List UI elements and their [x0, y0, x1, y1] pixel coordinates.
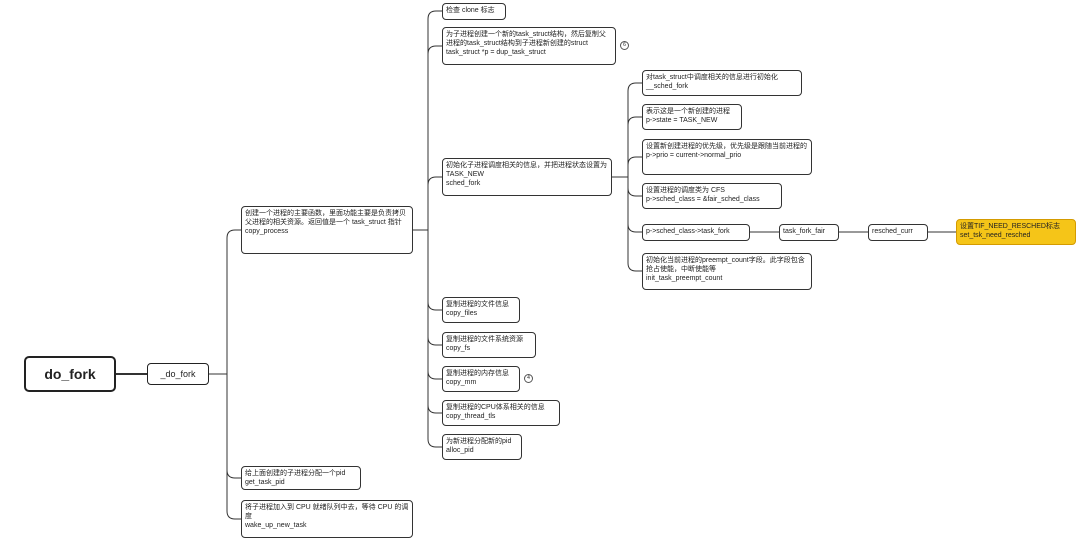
node-set-tsk-need-resched[interactable]: 设置TIF_NEED_RESCHED标志 set_tsk_need_resche… [956, 219, 1076, 245]
node-get-task-pid[interactable]: 给上面创建的子进程分配一个pid get_task_pid [241, 466, 361, 490]
root-label: do_fork [44, 365, 96, 382]
node-sched-fork-prio[interactable]: 设置新创建进程的优先级，优先级是跟随当前进程的 p->prio = curren… [642, 139, 812, 175]
node-copy-files[interactable]: 复制进程的文件信息 copy_files [442, 297, 520, 323]
connector-line [427, 176, 442, 230]
node-check-clone[interactable]: 检查 clone 标志 [442, 3, 506, 20]
connector-line [427, 230, 442, 311]
node-alloc-pid[interactable]: 为新进程分配新的pid alloc_pid [442, 434, 522, 460]
connector-line [226, 229, 241, 374]
connector-line [627, 116, 642, 177]
connector-line [627, 177, 642, 233]
node-copy-fs[interactable]: 复制进程的文件系统资源 copy_fs [442, 332, 536, 358]
node-task-fork-fair[interactable]: task_fork_fair [779, 224, 839, 241]
connector-line [427, 230, 442, 414]
connector-line [226, 374, 241, 479]
node-sched-fork-class[interactable]: 设置进程的调度类为 CFS p->sched_class = &fair_sch… [642, 183, 782, 209]
node-sched-fork[interactable]: 初始化子进程调度相关的信息，并把进程状态设置为 TASK_NEW sched_f… [442, 158, 612, 196]
node-sched-fork-init[interactable]: 对task_struct中调度相关的信息进行初始化 __sched_fork [642, 70, 802, 96]
node-do-fork-internal[interactable]: _do_fork [147, 363, 209, 385]
node-dup-task-struct[interactable]: 为子进程创建一个新的task_struct结构，然后复制父进程的task_str… [442, 27, 616, 65]
node-sched-fork-state[interactable]: 表示这是一个新创建的进程 p->state = TASK_NEW [642, 104, 742, 130]
badge-dup-task-struct: 6 [620, 41, 629, 50]
node-resched-curr[interactable]: resched_curr [868, 224, 928, 241]
connector-line [627, 82, 642, 177]
connector-line [226, 374, 241, 520]
connector-line [427, 10, 442, 230]
connector-line [627, 177, 642, 197]
node-wake-up-new-task[interactable]: 将子进程加入到 CPU 就绪队列中去，等待 CPU 的调度 wake_up_ne… [241, 500, 413, 538]
connector-line [627, 177, 642, 272]
node-copy-mm[interactable]: 复制进程的内存信息 copy_mm [442, 366, 520, 392]
badge-copy-mm: 4 [524, 374, 533, 383]
node-init-task-preempt-count[interactable]: 初始化当前进程的preempt_count字段。此字段包含抢占使能，中断使能等 … [642, 253, 812, 290]
connector-line [427, 230, 442, 346]
node-copy-process[interactable]: 创建一个进程的主要函数，里面功能主要是负责拷贝父进程的相关资源。返回值是一个 t… [241, 206, 413, 254]
connector-line [427, 45, 442, 230]
node-sched-class-task-fork[interactable]: p->sched_class->task_fork [642, 224, 750, 241]
connector-line [627, 156, 642, 177]
level1-label: _do_fork [160, 368, 196, 379]
connector-line [427, 230, 442, 448]
node-copy-thread-tls[interactable]: 复制进程的CPU体系相关的信息 copy_thread_tls [442, 400, 560, 426]
connector-line [427, 230, 442, 380]
root-node-do-fork[interactable]: do_fork [24, 356, 116, 392]
